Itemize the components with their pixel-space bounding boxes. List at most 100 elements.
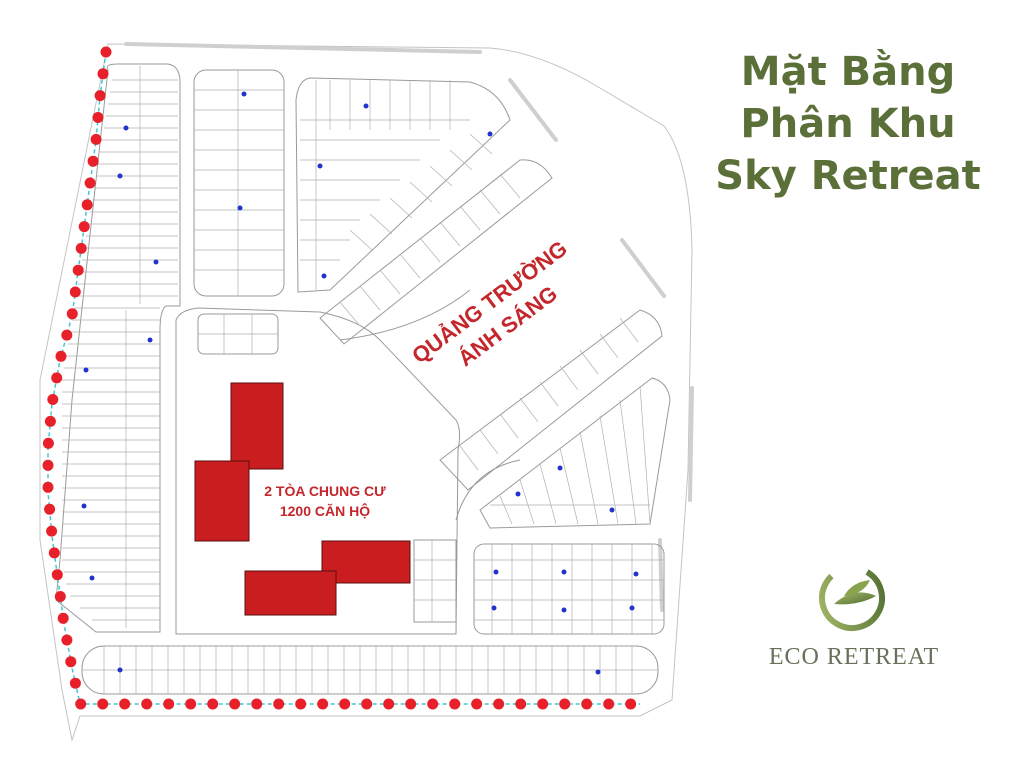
apartment-towers — [194, 382, 411, 616]
title-line1: Mặt Bằng — [740, 49, 956, 95]
site-boundary — [39, 43, 693, 742]
boundary-dot — [603, 698, 615, 710]
brand-name: ECO RETREAT — [768, 644, 940, 670]
boundary-dot — [97, 68, 109, 80]
block-south-east — [473, 543, 665, 635]
central-area-outline — [175, 307, 461, 635]
lot-marker-dot-icon — [491, 605, 497, 611]
boundary-dot — [119, 698, 131, 710]
title-line2: Phân Khu — [740, 101, 956, 147]
boundary-dot — [427, 698, 439, 710]
boundary-dot — [81, 199, 93, 211]
lot-marker-dot-icon — [123, 125, 129, 131]
boundary-dot — [163, 698, 175, 710]
lot-marker-dot-icon — [561, 569, 567, 575]
title-line3: Sky Retreat — [715, 153, 981, 199]
lot-marker-dot-icon — [493, 569, 499, 575]
block-west — [55, 63, 181, 633]
boundary-dot — [251, 698, 263, 710]
lot-marker-dot-icon — [147, 337, 153, 343]
boundary-dot — [361, 698, 373, 710]
boundary-dot — [493, 698, 505, 710]
lot-lines — [62, 66, 664, 694]
boundary-dot — [66, 308, 78, 320]
lot-marker-dot-icon — [81, 503, 87, 509]
lot-marker-dot-icon — [241, 91, 247, 97]
boundary-dot — [559, 698, 571, 710]
lot-marker-dot-icon — [83, 367, 89, 373]
boundary-dot — [48, 547, 60, 559]
boundary-dot — [537, 698, 549, 710]
lot-marker-dot-icon — [557, 465, 563, 471]
lot-marker-dot-icon — [117, 667, 123, 673]
boundary-dot — [42, 459, 54, 471]
boundary-dot — [317, 698, 329, 710]
boundary-dot — [84, 177, 96, 189]
lot-blocks — [55, 63, 671, 695]
lot-markers — [81, 91, 639, 675]
tower-a-lower — [194, 460, 250, 542]
lot-marker-dot-icon — [317, 163, 323, 169]
boundary-dot — [405, 698, 417, 710]
block-near-towers — [413, 539, 457, 623]
boundary-dot — [75, 698, 87, 710]
lot-marker-dot-icon — [321, 273, 327, 279]
boundary-dot — [471, 698, 483, 710]
boundary-dot — [87, 155, 99, 167]
boundary-dot — [42, 481, 54, 493]
boundary-dots — [42, 46, 637, 710]
boundary-dot — [229, 698, 241, 710]
boundary-dot — [92, 112, 104, 123]
boundary-dot — [207, 698, 219, 710]
boundary-dot — [625, 698, 637, 710]
boundary-dot — [47, 394, 59, 405]
tower-b-lower — [244, 570, 337, 616]
boundary-dot — [54, 591, 66, 602]
boundary-dot — [72, 264, 84, 276]
block-east-diagonal — [439, 309, 663, 491]
boundary-dot — [90, 133, 102, 145]
boundary-dot — [100, 46, 112, 58]
lot-marker-dot-icon — [633, 571, 639, 577]
lot-marker-dot-icon — [237, 205, 243, 211]
page-title: Mặt Bằng Phân Khu Sky Retreat — [690, 46, 1006, 202]
boundary-dot — [273, 698, 285, 710]
lot-marker-dot-icon — [153, 259, 159, 265]
boundary-dot — [44, 415, 56, 427]
boundary-dot — [69, 677, 81, 689]
apartments-label-line1: 2 TÒA CHUNG CƯ — [264, 482, 386, 499]
lot-marker-dot-icon — [117, 173, 123, 179]
road-edges — [124, 42, 694, 612]
apartments-label-line2: 1200 CĂN HỘ — [280, 502, 370, 519]
lot-marker-dot-icon — [595, 669, 601, 675]
lot-marker-dot-icon — [609, 507, 615, 513]
boundary-dot — [51, 569, 63, 581]
lot-marker-dot-icon — [629, 605, 635, 611]
boundary-dot — [51, 372, 63, 384]
block-north-east — [295, 77, 511, 293]
boundary-dot — [97, 698, 109, 710]
eco-leaf-logo-icon — [819, 565, 885, 631]
tower-b-upper — [321, 540, 411, 584]
boundary-dot — [69, 286, 81, 298]
boundary-dot — [295, 698, 307, 710]
block-diagonal-strip — [319, 159, 553, 345]
lot-marker-dot-icon — [487, 131, 493, 137]
boundary-dot — [61, 634, 73, 646]
boundary-dot — [581, 698, 593, 710]
lot-marker-dot-icon — [515, 491, 521, 497]
boundary-dot — [94, 90, 106, 102]
boundary-dot — [515, 698, 527, 710]
boundary-dot — [449, 698, 461, 710]
boundary-dot — [65, 656, 77, 668]
block-east-inner — [479, 377, 671, 529]
tower-a-upper — [230, 382, 284, 470]
block-north-middle — [193, 69, 285, 297]
boundary-dot — [55, 350, 67, 362]
boundary-dot — [141, 698, 153, 710]
boundary-dot — [75, 242, 87, 254]
boundary-dot — [57, 612, 69, 624]
lot-marker-dot-icon — [363, 103, 369, 109]
boundary-dot — [185, 698, 197, 710]
